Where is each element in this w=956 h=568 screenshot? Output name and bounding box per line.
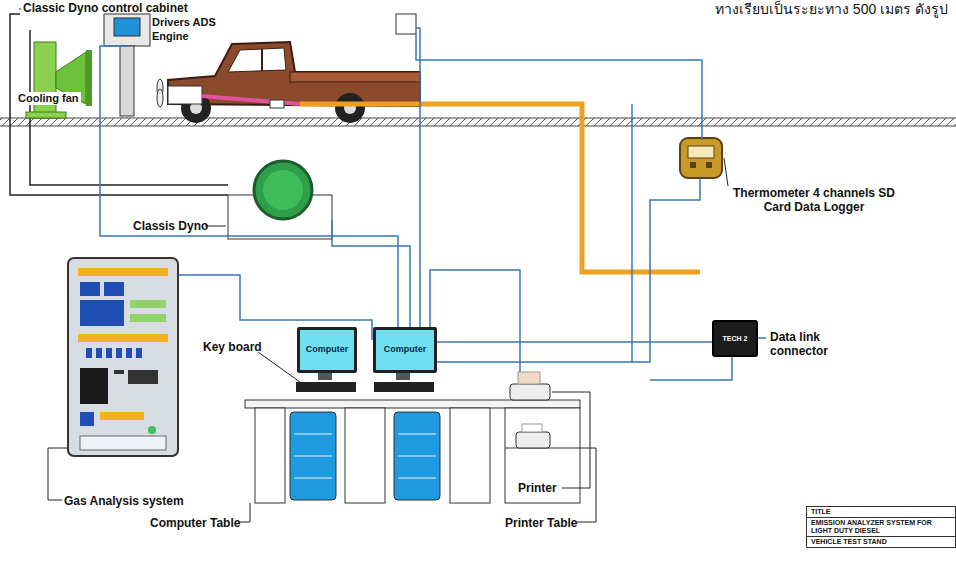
node-text: VEHICLE TEST STAND [807, 536, 955, 547]
computer-monitor: Computer [373, 327, 437, 373]
part-label: Computer Table [150, 516, 240, 530]
part-label: Gas Analysis system [64, 494, 184, 508]
node-title: Computer [300, 345, 354, 355]
part-label: Key board [203, 340, 262, 354]
tech2-device: TECH 2 [712, 320, 758, 357]
part-label: Classic Dyno control cabinet [23, 1, 188, 15]
node-title: Computer [376, 345, 434, 355]
title-block: TITLEEMISSION ANALYZER SYSTEM FOR LIGHT … [806, 506, 956, 548]
part-label: Classis Dyno [133, 219, 208, 233]
part-label: Thermometer 4 channels SD Card Data Logg… [728, 186, 900, 215]
part-label: Engine [152, 30, 189, 43]
part-label: Data link connector [770, 330, 856, 359]
computer-monitor: Computer [297, 327, 357, 373]
signal-wire [437, 341, 712, 343]
part-label: Printer [518, 481, 557, 495]
node-text: EMISSION ANALYZER SYSTEM FOR LIGHT DUTY … [807, 517, 955, 536]
part-label: Drivers ADS [152, 16, 216, 29]
part-label: Cooling fan [16, 92, 81, 105]
part-label: ทางเรียบเป็นระยะทาง 500 เมตร ดังรูป [680, 1, 948, 18]
node-title: TITLE [807, 507, 955, 517]
part-label: Printer Table [505, 516, 577, 530]
node-title: TECH 2 [714, 335, 756, 343]
